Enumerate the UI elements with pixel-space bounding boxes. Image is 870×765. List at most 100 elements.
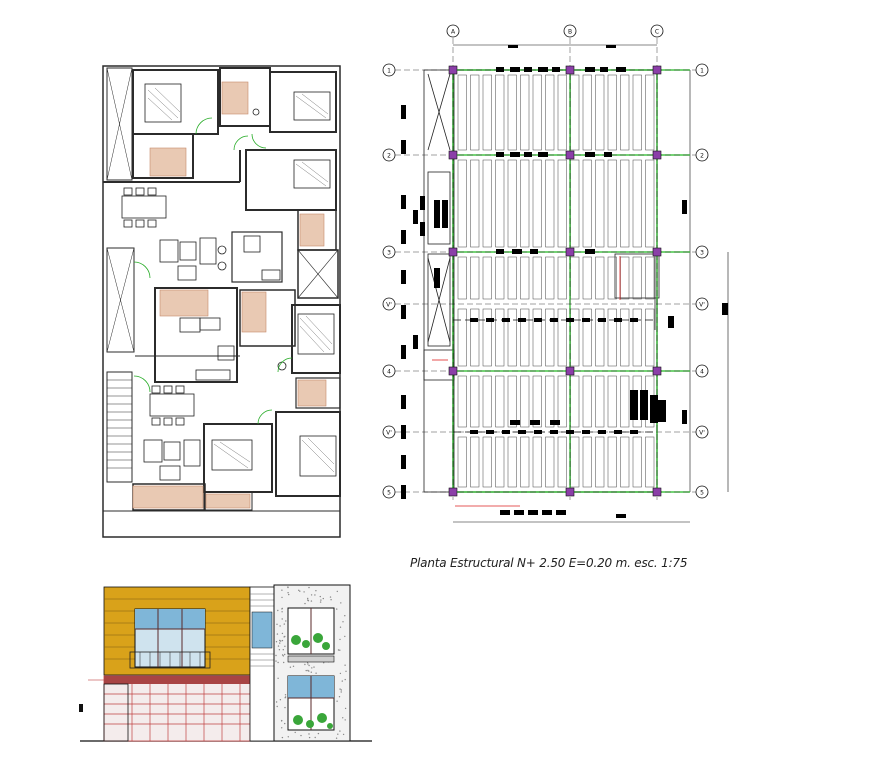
joist — [570, 308, 580, 367]
stone-dot — [281, 632, 284, 635]
axis-label: 5 — [700, 490, 704, 497]
stone-dot — [314, 736, 316, 739]
rebar-label — [512, 249, 522, 254]
column — [652, 150, 662, 160]
joist — [607, 159, 617, 248]
stone-dot — [330, 599, 332, 601]
joist — [495, 74, 505, 151]
rebar-label — [434, 200, 440, 228]
joist — [470, 74, 480, 151]
joist — [595, 436, 605, 488]
rebar-label — [650, 395, 658, 423]
joist — [595, 159, 605, 248]
joist — [520, 308, 530, 367]
joist — [520, 159, 530, 248]
rebar-label — [502, 430, 510, 434]
rebar-label — [510, 420, 520, 425]
joist — [482, 436, 492, 488]
rebar-label — [401, 140, 406, 154]
rebar-label — [401, 455, 406, 469]
stone-dot — [283, 661, 285, 664]
joist — [632, 159, 642, 248]
stone-dot — [311, 667, 313, 669]
joist — [507, 375, 517, 428]
stone-dot — [310, 594, 313, 596]
rebar-label — [552, 67, 560, 72]
front-elevation — [79, 584, 372, 742]
stone-dot — [285, 620, 287, 622]
floor-plan-wet-areas — [132, 81, 327, 509]
stone-dot — [281, 611, 283, 613]
joist — [570, 256, 580, 300]
stone-dot — [283, 623, 285, 625]
stone-dot — [323, 662, 325, 664]
stone-dot — [319, 595, 321, 598]
joist — [520, 256, 530, 300]
joist — [595, 308, 605, 367]
joist — [507, 256, 517, 300]
rebar-label — [598, 318, 606, 322]
rebar-label — [616, 67, 626, 72]
rebar-label — [630, 318, 638, 322]
rebar-label — [496, 249, 504, 254]
rebar-label — [401, 195, 406, 209]
column-axis-bubble: A — [446, 24, 460, 38]
stone-dot — [313, 666, 315, 668]
stone-dot — [336, 590, 338, 593]
joist — [607, 74, 617, 151]
joist — [607, 256, 617, 300]
joist — [520, 436, 530, 488]
joist — [495, 375, 505, 428]
column — [565, 487, 575, 497]
joist — [582, 436, 592, 488]
stone-dot — [284, 645, 286, 647]
joist — [457, 308, 467, 367]
row-axis-bubble-left: 5 — [382, 485, 396, 499]
rebar-label — [496, 67, 504, 72]
rebar-label — [582, 318, 590, 322]
row-axis-bubble-left: V' — [382, 297, 396, 311]
rebar-label — [630, 430, 638, 434]
joist — [557, 375, 567, 428]
stone-dot — [344, 635, 346, 638]
rebar-label — [420, 222, 425, 236]
stone-dot — [344, 707, 347, 710]
rebar-label — [502, 318, 510, 322]
joist — [570, 375, 580, 428]
stone-dot — [289, 666, 292, 668]
stone-dot — [284, 694, 287, 696]
joist — [507, 74, 517, 151]
rebar-label — [510, 152, 520, 157]
rebar-label — [401, 105, 406, 119]
joist — [607, 308, 617, 367]
joist — [482, 74, 492, 151]
joist — [620, 159, 630, 248]
joist — [645, 308, 655, 367]
rebar-label — [606, 45, 616, 48]
joist — [557, 436, 567, 488]
joist — [632, 256, 642, 300]
stone-dot — [344, 664, 346, 666]
axis-label: 1 — [387, 68, 391, 75]
stone-dot — [341, 680, 343, 682]
rebar-label — [508, 45, 518, 48]
rebar-label — [658, 400, 666, 422]
stone-dot — [281, 608, 283, 610]
joist — [545, 159, 555, 248]
stone-dot — [342, 717, 344, 719]
joist — [632, 308, 642, 367]
joist — [470, 375, 480, 428]
column — [652, 487, 662, 497]
rebar-label — [401, 270, 406, 284]
rebar-label — [585, 67, 595, 72]
rebar-label — [524, 67, 532, 72]
stone-dot — [314, 594, 316, 596]
axis-label: 4 — [387, 369, 391, 376]
joist — [545, 256, 555, 300]
rebar-label — [550, 420, 560, 425]
rebar-label — [470, 430, 478, 434]
joist — [470, 436, 480, 488]
rebar-label — [486, 430, 494, 434]
joist — [507, 308, 517, 367]
